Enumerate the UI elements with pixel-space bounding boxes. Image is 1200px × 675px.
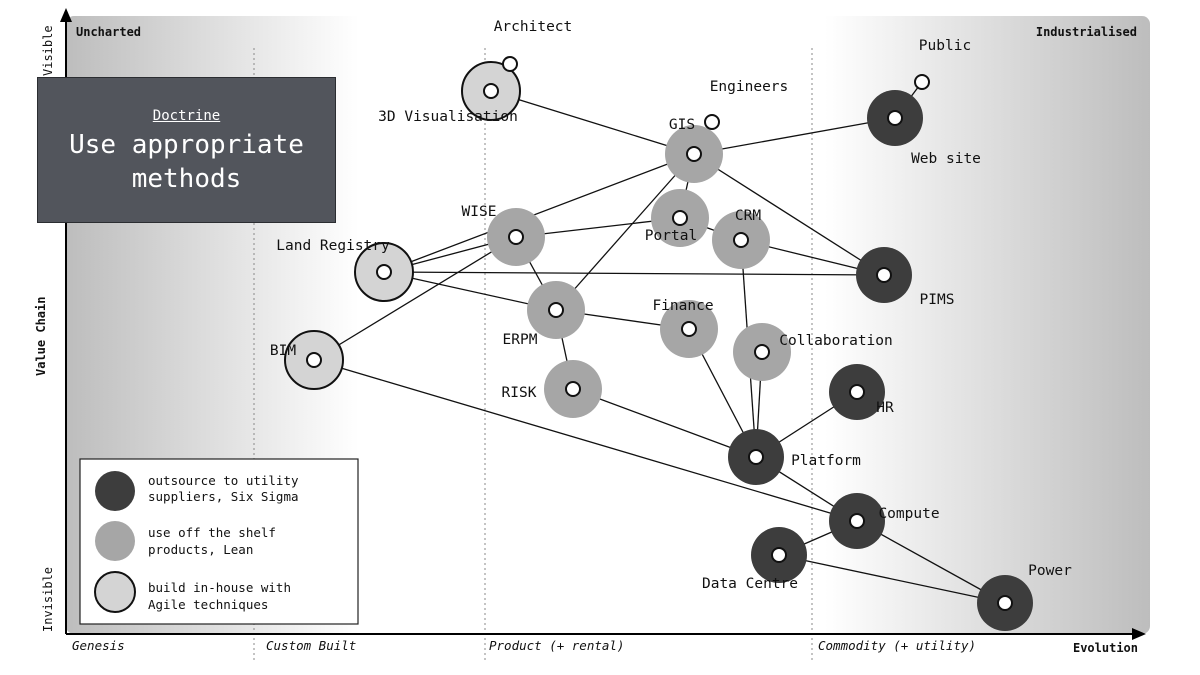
label-power: Power (1028, 563, 1072, 579)
label-public: Public (919, 38, 971, 54)
doctrine-title: Use appropriate methods (69, 130, 304, 194)
link-visualisation-gis (490, 90, 695, 155)
link-gis-website (693, 117, 896, 155)
y-axis-top-label: Visible (41, 25, 55, 76)
component-collaboration[interactable] (754, 344, 770, 360)
component-portal[interactable] (672, 210, 688, 226)
component-pims[interactable] (876, 267, 892, 283)
legend-text-off-the-shelf-2: products, Lean (148, 542, 253, 557)
y-axis-bottom-label: Invisible (41, 567, 55, 632)
component-risk[interactable] (565, 381, 581, 397)
component-finance[interactable] (681, 321, 697, 337)
link-data_centre-power (778, 554, 1006, 604)
component-dots (306, 56, 1013, 611)
label-compute: Compute (878, 506, 939, 522)
component-data_centre[interactable] (771, 547, 787, 563)
component-crm[interactable] (733, 232, 749, 248)
doctrine-box: Doctrine Use appropriate methods (37, 77, 336, 223)
label-gis: GIS (669, 117, 695, 133)
label-risk: RISK (502, 385, 537, 401)
component-compute[interactable] (849, 513, 865, 529)
legend-swatch-outsource (95, 471, 135, 511)
legend-text-in-house-1: build in-house with (148, 580, 291, 595)
x-axis-arrow (1132, 628, 1146, 640)
component-public[interactable] (914, 74, 930, 90)
component-website[interactable] (887, 110, 903, 126)
label-website: Web site (911, 151, 981, 167)
component-gis[interactable] (686, 146, 702, 162)
legend: outsource to utility suppliers, Six Sigm… (79, 458, 359, 625)
link-gis-erpm (555, 153, 695, 311)
label-data_centre: Data Centre (702, 576, 798, 592)
link-risk-platform (572, 388, 757, 458)
label-crm: CRM (735, 208, 761, 224)
label-architect: Architect (494, 19, 573, 35)
doctrine-subtitle: Doctrine (152, 108, 221, 124)
label-portal: Portal (645, 228, 697, 244)
label-wise: WISE (462, 204, 497, 220)
component-power[interactable] (997, 595, 1013, 611)
component-hr[interactable] (849, 384, 865, 400)
link-bim-compute (313, 359, 858, 522)
link-gis-land_registry (383, 153, 695, 273)
stage-label-custom-built: Custom Built (266, 638, 356, 653)
legend-text-in-house-2: Agile techniques (148, 597, 268, 612)
corner-label-uncharted: Uncharted (76, 25, 141, 39)
label-visualisation: 3D Visualisation (378, 109, 518, 125)
y-axis-arrow (60, 8, 72, 22)
label-hr: HR (876, 400, 894, 416)
label-collaboration: Collaboration (779, 333, 893, 349)
legend-text-off-the-shelf-1: use off the shelf (148, 525, 276, 540)
link-gis-pims (693, 153, 885, 276)
label-land_registry: Land Registry (276, 238, 390, 254)
x-axis-title: Evolution (1073, 641, 1138, 655)
label-bim: BIM (270, 343, 296, 359)
component-platform[interactable] (748, 449, 764, 465)
label-platform: Platform (791, 453, 861, 469)
legend-text-outsource-1: outsource to utility (148, 473, 299, 488)
component-bim[interactable] (306, 352, 322, 368)
legend-text-outsource-2: suppliers, Six Sigma (148, 489, 299, 504)
link-compute-power (856, 520, 1006, 604)
component-architect[interactable] (502, 56, 518, 72)
component-land_registry[interactable] (376, 264, 392, 280)
component-visualisation[interactable] (483, 83, 499, 99)
label-pims: PIMS (920, 292, 955, 308)
component-erpm[interactable] (548, 302, 564, 318)
y-axis-title: Value Chain (34, 297, 48, 376)
stage-label-product: Product (+ rental) (489, 638, 624, 653)
label-engineers: Engineers (710, 79, 789, 95)
link-land_registry-pims (383, 271, 885, 276)
legend-swatch-in-house (94, 571, 136, 613)
label-erpm: ERPM (503, 332, 538, 348)
component-engineers[interactable] (704, 114, 720, 130)
stage-label-genesis: Genesis (72, 638, 125, 653)
component-wise[interactable] (508, 229, 524, 245)
legend-swatch-off-the-shelf (95, 521, 135, 561)
corner-label-industrialised: Industrialised (1036, 25, 1137, 39)
label-finance: Finance (652, 298, 713, 314)
stage-label-commodity: Commodity (+ utility) (818, 638, 976, 653)
link-wise-bim (313, 236, 517, 361)
